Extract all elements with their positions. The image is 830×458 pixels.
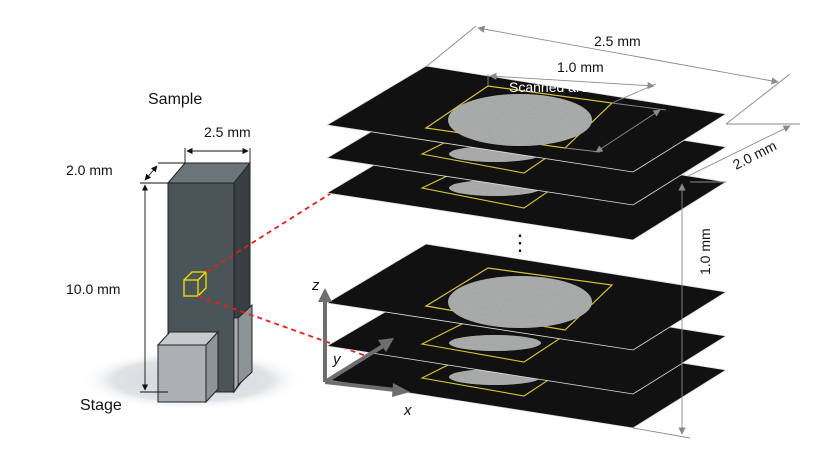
y-axis bbox=[323, 344, 385, 384]
scanned-area-label: Scanned area bbox=[509, 79, 596, 95]
x-axis-arrowhead bbox=[392, 383, 410, 397]
slice-n-2 bbox=[325, 243, 728, 351]
stack-height-label: 1.0 mm bbox=[697, 228, 713, 275]
stage-block bbox=[156, 330, 220, 404]
axis-y-label: y bbox=[332, 351, 342, 368]
stack-ellipsis: ⋮ bbox=[509, 230, 531, 255]
z-axis-arrowhead bbox=[318, 288, 332, 302]
sample-dimensions bbox=[140, 147, 251, 393]
sample-depth-label: 2.0 mm bbox=[66, 162, 113, 178]
slice-depth-label: 2.0 mm bbox=[730, 137, 779, 172]
axis-z-label: z bbox=[311, 277, 320, 294]
scan-width-dimension bbox=[487, 72, 657, 104]
stage-back-block bbox=[233, 303, 253, 394]
scan-width-label: 1.0 mm bbox=[557, 59, 604, 75]
stage-side-face bbox=[205, 330, 219, 404]
sample-height-label: 10.0 mm bbox=[66, 281, 120, 297]
slice-width-dimension bbox=[426, 25, 791, 125]
stage-front-face bbox=[157, 344, 207, 403]
axis-x-label: x bbox=[403, 402, 412, 419]
coordinate-axes bbox=[318, 288, 410, 397]
bottom-slice-stack bbox=[325, 243, 728, 429]
sample-label: Sample bbox=[148, 91, 202, 108]
stage-label: Stage bbox=[80, 397, 122, 414]
y-axis-arrowhead bbox=[378, 338, 394, 352]
slice-width-label: 2.5 mm bbox=[594, 33, 641, 49]
projection-line-bottom bbox=[197, 295, 429, 379]
scan-region-cube bbox=[183, 271, 208, 297]
depth-dimension-line bbox=[144, 165, 158, 181]
stack-height-dimension bbox=[632, 181, 726, 439]
scanned-disc bbox=[448, 94, 592, 146]
sample-width-label: 2.5 mm bbox=[204, 124, 251, 140]
scan-depth-dimension bbox=[564, 102, 667, 153]
x-axis bbox=[324, 380, 396, 392]
